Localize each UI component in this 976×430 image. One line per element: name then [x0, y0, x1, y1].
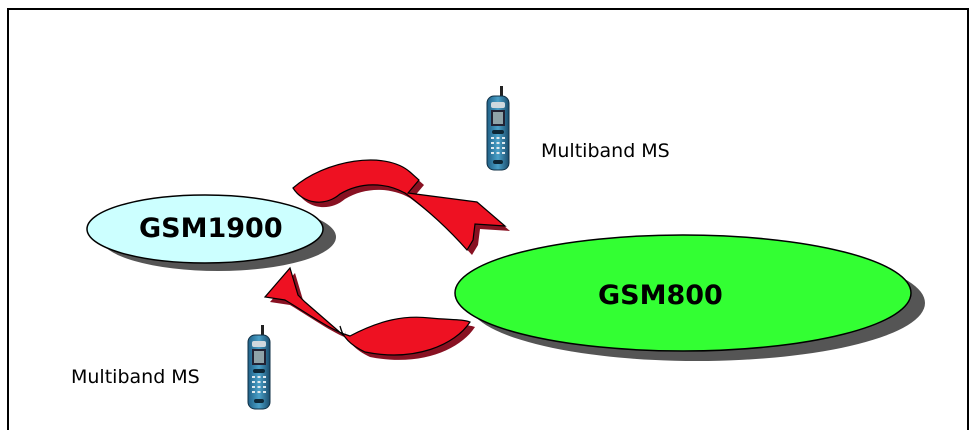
gsm800-label: GSM800	[598, 280, 723, 311]
handover-arrow-lower	[263, 266, 475, 360]
mobile-phone-icon	[247, 324, 271, 410]
gsm1900-ellipse	[86, 194, 324, 264]
handover-arrow-upper	[292, 159, 510, 255]
diagram-frame	[7, 8, 969, 430]
gsm1900-label: GSM1900	[139, 213, 283, 244]
ms-label-lower: Multiband MS	[71, 366, 200, 388]
gsm800-ellipse	[454, 234, 912, 352]
ms-label-upper: Multiband MS	[541, 140, 670, 162]
mobile-phone-icon	[486, 85, 510, 171]
